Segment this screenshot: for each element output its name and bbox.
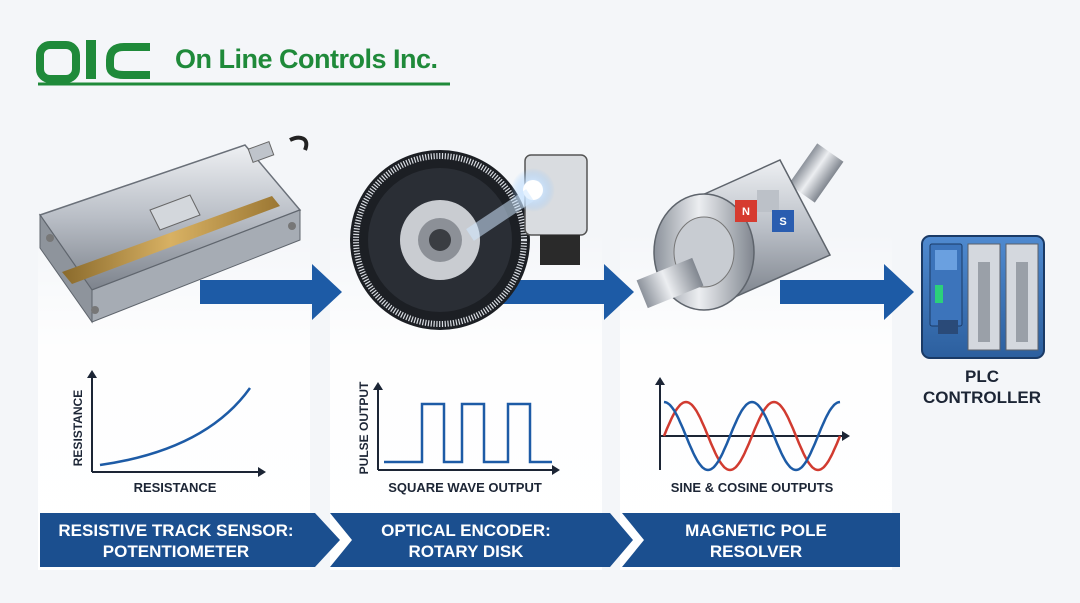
graph2-square-wave (384, 402, 552, 464)
plc-controller-device (921, 235, 1045, 359)
arrow-3 (780, 264, 914, 320)
logo-letter-c (106, 43, 150, 79)
graph3-sine-curve (662, 400, 842, 472)
plc-label-line1: PLC (965, 367, 999, 386)
banner-encoder (330, 513, 633, 567)
resolver-device: N S (636, 143, 844, 311)
magnet-label-s: S (779, 216, 786, 228)
plc-label: PLC CONTROLLER (912, 366, 1052, 408)
plc-label-line2: CONTROLLER (922, 388, 1042, 407)
banner1-line1: RESISTIVE TRACK SENSOR: (58, 521, 293, 540)
optical-encoder-device (350, 150, 588, 330)
olc-logo (36, 40, 450, 86)
banner2-line1: OPTICAL ENCODER: (381, 521, 551, 540)
logo-letter-l (86, 40, 96, 79)
arrow-2 (495, 264, 634, 320)
banner2-line2: ROTARY DISK (409, 542, 525, 561)
graph2-xlabel: SQUARE WAVE OUTPUT (388, 480, 542, 495)
graph3-cosine-curve (663, 400, 841, 472)
arrow-1 (200, 264, 342, 320)
stage-banners: RESISTIVE TRACK SENSOR: POTENTIOMETER OP… (40, 513, 900, 567)
graph1-xlabel: RESISTANCE (134, 480, 217, 495)
company-name: On Line Controls Inc. (175, 44, 438, 74)
graph-encoder: PULSE OUTPUT SQUARE WAVE OUTPUT (357, 381, 560, 495)
banner-potentiometer (40, 513, 340, 567)
banner3-line2: RESOLVER (710, 542, 802, 561)
banner3-line1: MAGNETIC POLE (685, 521, 827, 540)
graph1-ylabel: RESISTANCE (71, 390, 85, 466)
graph-potentiometer: RESISTANCE RESISTANCE (71, 370, 266, 495)
graph-resolver: SINE & COSINE OUTPUTS (655, 377, 850, 495)
logo-letter-o (36, 41, 80, 83)
banner-resolver (622, 513, 900, 567)
graph3-xlabel: SINE & COSINE OUTPUTS (671, 480, 834, 495)
graph1-curve (99, 387, 252, 467)
banner1-line2: POTENTIOMETER (103, 542, 249, 561)
magnet-label-n: N (742, 206, 750, 218)
graph2-ylabel: PULSE OUTPUT (357, 381, 371, 474)
potentiometer-device (38, 135, 309, 324)
flow-arrows (200, 264, 914, 320)
